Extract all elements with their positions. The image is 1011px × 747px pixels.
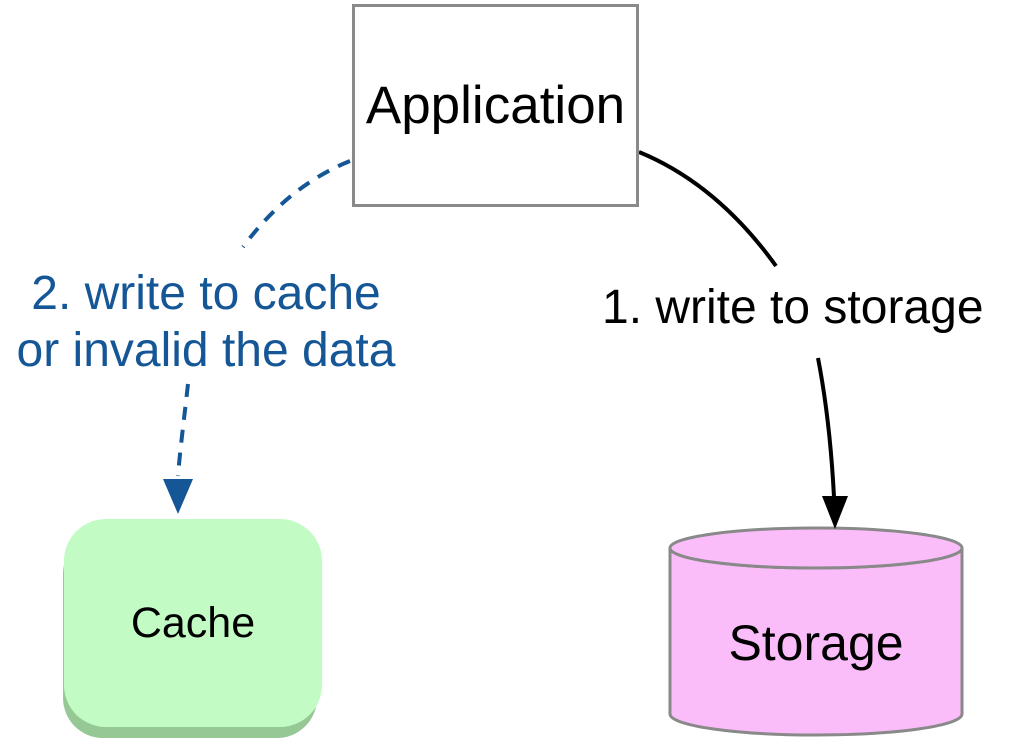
storage-node	[668, 526, 964, 737]
edge-write-to-storage	[638, 150, 848, 529]
storage-edge-label: 1. write to storage	[602, 281, 984, 334]
cache-arrowhead-icon	[163, 479, 193, 514]
cache-edge-label: 2. write to cache or invalid the data	[6, 266, 406, 379]
cache-node-label: Cache	[130, 598, 256, 647]
storage-cylinder-top	[668, 526, 964, 570]
storage-arrowhead-icon	[822, 496, 848, 529]
cache-edge-label-line1: 2. write to cache	[31, 267, 381, 320]
application-node: Application	[352, 4, 639, 207]
cache-edge-segment-lower	[176, 383, 190, 477]
storage-edge-segment-upper	[638, 150, 778, 268]
cache-edge-segment-upper	[241, 159, 351, 249]
cache-node: Cache	[64, 519, 322, 727]
storage-edge-segment-lower	[816, 357, 836, 498]
cache-edge-label-line2: or invalid the data	[16, 323, 396, 377]
application-node-label: Application	[365, 76, 626, 135]
storage-node-label: Storage	[728, 615, 904, 671]
edge-write-to-cache	[163, 159, 351, 514]
